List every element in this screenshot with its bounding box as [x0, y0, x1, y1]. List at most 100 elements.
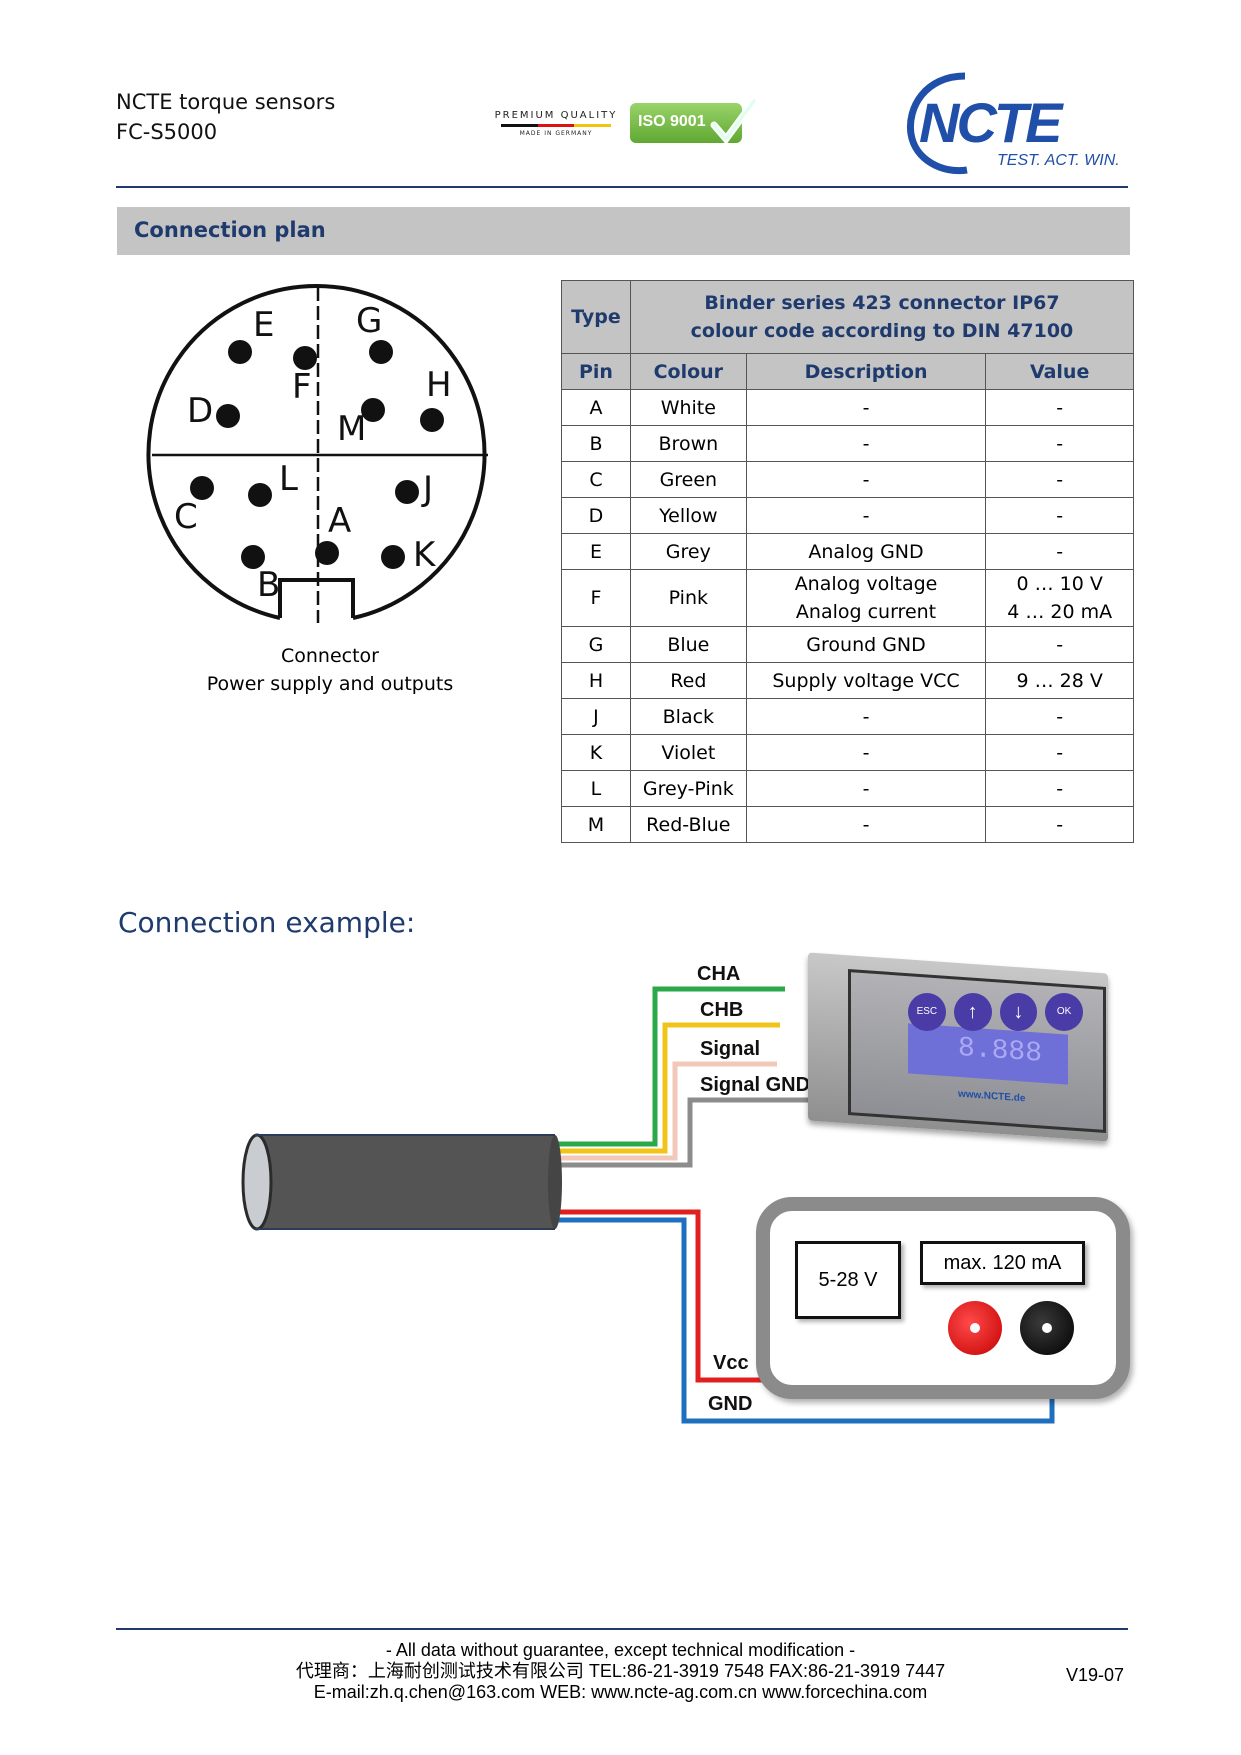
- document-title: NCTE torque sensors: [116, 90, 336, 114]
- pin-cell: B: [561, 425, 631, 462]
- value-cell: -: [985, 425, 1134, 462]
- value-cell: -: [985, 734, 1134, 771]
- description-cell: -: [745, 734, 987, 771]
- pin-label-l: L: [279, 459, 298, 499]
- value-cell: -: [985, 497, 1134, 534]
- colour-cell: White: [629, 389, 747, 426]
- colour-cell: Black: [629, 698, 747, 735]
- product-code: FC-S5000: [116, 120, 218, 144]
- table-header-row: Pin Colour Description Value: [561, 353, 1134, 390]
- colour-cell: Yellow: [629, 497, 747, 534]
- pin-label-e: E: [253, 305, 275, 345]
- description-cell: Ground GND: [745, 626, 987, 663]
- pin-label-g: G: [356, 301, 383, 341]
- display-device: 8.888 ESC ↑ ↓ OK www.NCTE.de: [808, 952, 1108, 1142]
- connector-caption: Connector Power supply and outputs: [170, 642, 490, 698]
- pin-cell: J: [561, 698, 631, 735]
- colour-cell: Blue: [629, 626, 747, 663]
- pin-cell: H: [561, 662, 631, 699]
- pin-table: Type Binder series 423 connector IP67 co…: [561, 280, 1135, 843]
- pin-cell: D: [561, 497, 631, 534]
- footer-contact: 代理商：上海耐创测试技术有限公司 TEL:86-21-3919 7548 FAX…: [295, 1661, 946, 1681]
- colour-cell: Green: [629, 461, 747, 498]
- voltage-box: 5-28 V: [795, 1241, 901, 1319]
- pin-dots: [190, 340, 444, 569]
- description-cell: Supply voltage VCC: [745, 662, 987, 699]
- iso-9001-badge: ISO 9001: [630, 97, 758, 147]
- table-type-row: Type Binder series 423 connector IP67 co…: [561, 280, 1135, 354]
- power-supply: 5-28 V max. 120 mA: [756, 1197, 1130, 1399]
- ok-button[interactable]: OK: [1045, 993, 1083, 1031]
- header-rule: [116, 186, 1128, 188]
- label-gnd: GND: [708, 1393, 753, 1415]
- premium-quality-text: PREMIUM QUALITY: [494, 110, 618, 121]
- pin-label-k: K: [413, 535, 436, 575]
- ncte-logo: NCTE TEST. ACT. WIN.: [905, 68, 1135, 178]
- display-buttons: ESC ↑ ↓ OK: [908, 993, 1083, 1033]
- connector-pin-labels: E G F H D M L J C A K B: [140, 275, 500, 635]
- example-title: Connection example:: [118, 906, 416, 939]
- colour-cell: Violet: [629, 734, 747, 771]
- esc-button[interactable]: ESC: [908, 993, 946, 1031]
- pin-cell: K: [561, 734, 631, 771]
- description-cell: -: [745, 497, 987, 534]
- value-cell: -: [985, 461, 1134, 498]
- pin-label-d: D: [187, 391, 214, 431]
- pin-label-f: F: [292, 367, 312, 407]
- pin-cell: L: [561, 770, 631, 807]
- black-terminal-icon[interactable]: [1020, 1301, 1074, 1355]
- description-cell: -: [745, 389, 987, 426]
- value-cell: -: [985, 626, 1134, 663]
- made-in-germany-text: MADE IN GERMANY: [519, 130, 593, 137]
- footer-disclaimer: - All data without guarantee, except tec…: [385, 1640, 856, 1660]
- header-pin: Pin: [561, 353, 631, 390]
- footer-web: E-mail:zh.q.chen@163.com WEB: www.ncte-a…: [313, 1682, 928, 1702]
- type-value: Binder series 423 connector IP67 colour …: [629, 280, 1135, 354]
- premium-quality-badge: PREMIUM QUALITY MADE IN GERMANY: [486, 110, 626, 137]
- colour-cell: Red-Blue: [629, 806, 747, 843]
- pin-label-h: H: [426, 365, 452, 405]
- logo-text: NCTE: [919, 91, 1062, 154]
- pin-label-j: J: [423, 469, 434, 509]
- connector-caption-line2: Power supply and outputs: [206, 673, 454, 695]
- red-terminal-icon[interactable]: [948, 1301, 1002, 1355]
- section-title: Connection plan: [134, 218, 326, 242]
- iso-label: ISO 9001: [638, 113, 706, 130]
- wire-cha: [555, 986, 785, 1147]
- type-label: Type: [561, 280, 631, 354]
- value-cell: -: [985, 389, 1134, 426]
- header-description: Description: [745, 353, 987, 390]
- footer-version: V19-07: [1066, 1665, 1125, 1685]
- connector-diagram: [146, 284, 488, 623]
- pin-cell: E: [561, 533, 631, 570]
- description-cell: -: [745, 770, 987, 807]
- colour-cell: Brown: [629, 425, 747, 462]
- connector-caption-line1: Connector: [281, 645, 379, 667]
- wire-chb: [555, 1022, 780, 1154]
- pin-cell: M: [561, 806, 631, 843]
- checkmark-icon: [710, 97, 758, 145]
- up-button[interactable]: ↑: [953, 993, 992, 1031]
- description-cell: -: [745, 461, 987, 498]
- pin-cell: G: [561, 626, 631, 663]
- label-chb: CHB: [700, 999, 744, 1021]
- value-cell: 9 … 28 V: [985, 662, 1134, 699]
- wire-signal: [555, 1061, 777, 1161]
- down-button[interactable]: ↓: [999, 993, 1038, 1031]
- current-box: max. 120 mA: [920, 1241, 1085, 1285]
- label-vcc: Vcc: [713, 1352, 749, 1374]
- value-cell: -: [985, 770, 1134, 807]
- label-signal: Signal: [700, 1038, 761, 1060]
- description-cell: -: [745, 425, 987, 462]
- colour-cell: Pink: [629, 569, 747, 627]
